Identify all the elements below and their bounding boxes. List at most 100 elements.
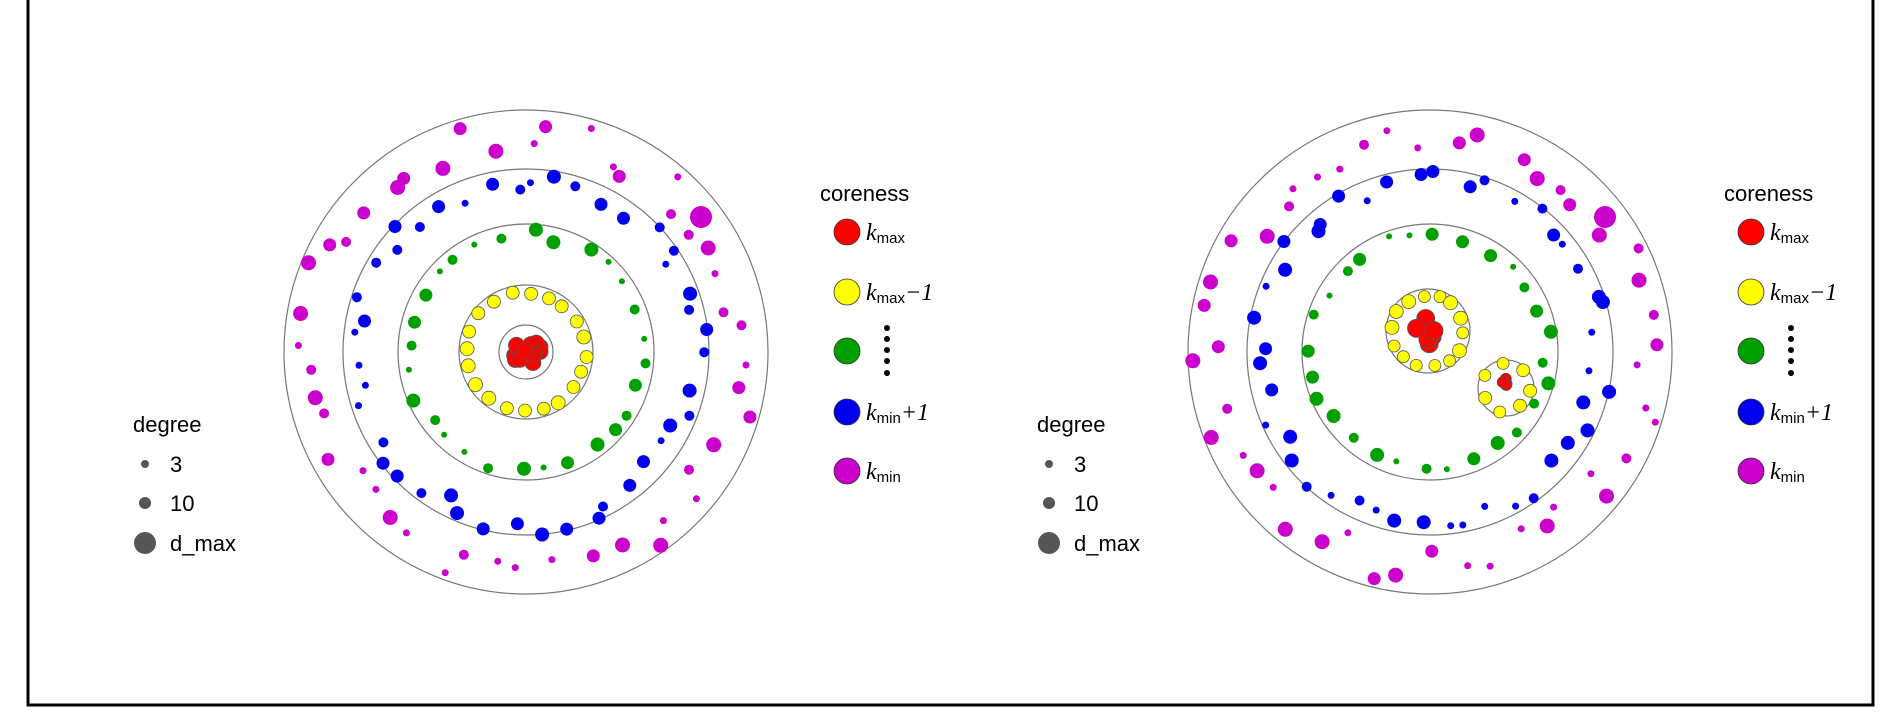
- kmin-plus-1-node: [1327, 491, 1335, 499]
- left-kmax-label: kmax: [866, 220, 905, 247]
- kmin-node: [653, 537, 669, 553]
- left-kmin-plus-1-label: kmin+1: [866, 400, 929, 427]
- kmin-node: [453, 122, 467, 136]
- kmin-plus-1-node: [668, 245, 679, 256]
- kmin-node: [700, 240, 716, 256]
- kmin-plus-1-node: [1301, 481, 1312, 492]
- middle-core-node: [546, 235, 561, 250]
- kmin-plus-1-node: [683, 286, 698, 301]
- kmin-plus-1-node: [684, 410, 695, 421]
- kmin-plus-1-node: [378, 437, 389, 448]
- kmin-plus-1-node: [1459, 521, 1467, 529]
- kmin-plus-1-swatch: [833, 398, 861, 426]
- kmin-plus-1-node: [1262, 282, 1270, 290]
- kmin-node: [530, 140, 538, 148]
- middle-core-node: [1425, 227, 1439, 241]
- kmin-plus-1-node: [1528, 493, 1539, 504]
- degree-dmax-marker: [134, 532, 156, 554]
- middle-core-node: [441, 431, 448, 438]
- kmin-plus-1-node: [699, 347, 710, 358]
- kmax-minus-1-node: [1401, 294, 1417, 310]
- left-kmin-label: kmin: [866, 459, 901, 486]
- kmin-plus-1-node: [486, 177, 500, 191]
- kmin-plus-1-node: [1259, 342, 1273, 356]
- kmin-node: [397, 171, 411, 185]
- kmin-plus-1-node: [444, 488, 459, 503]
- kmin-plus-1-node: [1354, 495, 1365, 506]
- kmin-plus-1-node: [684, 304, 695, 315]
- kmin-node: [319, 408, 330, 419]
- left-degree-legend-title: degree: [133, 412, 202, 437]
- kmin-plus-1-node: [682, 383, 697, 398]
- kmin-plus-1-node: [1576, 395, 1591, 410]
- kmax-minus-1-node: [576, 329, 592, 345]
- middle-core-node: [430, 415, 441, 426]
- kmax-minus-1-node: [459, 341, 475, 357]
- kmin-plus-1-node: [1372, 506, 1380, 514]
- kmax-minus-1-node: [1409, 358, 1423, 372]
- kmin-plus-1-node: [527, 179, 534, 187]
- kmin-node: [1314, 534, 1330, 550]
- kmin-node: [1336, 165, 1344, 173]
- kmax-minus-1-node: [542, 291, 556, 306]
- kmin-node: [357, 206, 371, 220]
- kmin-plus-1-node: [1547, 228, 1561, 242]
- kmin-plus-1-node: [654, 222, 665, 233]
- right-kmin-plus-1-label: kmin+1: [1770, 400, 1833, 427]
- kmin-node: [666, 209, 676, 220]
- kmin-node: [1239, 451, 1247, 459]
- kmin-plus-1-node: [1580, 423, 1595, 438]
- kmax-minus-1-node: [550, 395, 566, 411]
- kmin-plus-1-node: [1544, 453, 1559, 468]
- kmin-node: [683, 229, 694, 240]
- middle-core-node: [408, 315, 421, 329]
- kmin-node: [692, 495, 700, 503]
- kmax-minus-1-node: [1516, 363, 1531, 378]
- kmin-plus-1-node: [376, 456, 390, 470]
- middle-core-node: [1306, 370, 1319, 384]
- degree-10-marker: [1043, 497, 1055, 509]
- kmin-node: [1539, 518, 1555, 534]
- kmin-node: [1197, 298, 1211, 312]
- kmin-plus-1-node: [351, 328, 359, 336]
- kmin-node: [1517, 525, 1525, 533]
- kmin-node: [1367, 572, 1381, 586]
- kmax-minus-1-node: [536, 401, 551, 416]
- kmin-node: [1185, 353, 1201, 369]
- third-ring: [397, 223, 655, 481]
- kmin-node: [706, 437, 722, 453]
- kmax-minus-1-node: [1523, 383, 1537, 398]
- left-degree-dmax-label: d_max: [170, 531, 236, 556]
- middle-core-node: [517, 461, 531, 476]
- right-kmax-label: kmax: [1770, 220, 1809, 247]
- right-degree-dmax-label: d_max: [1074, 531, 1140, 556]
- kmax-minus-1-node: [1387, 339, 1401, 353]
- kmin-node: [659, 517, 667, 525]
- outer-ring: [1187, 109, 1673, 595]
- kmin-node: [1563, 198, 1577, 212]
- kmin-node: [1284, 201, 1295, 212]
- kmax-minus-1-node: [1384, 319, 1400, 335]
- kmin-plus-1-node: [662, 260, 670, 268]
- degree-10-marker: [139, 497, 151, 509]
- kmax-node: [516, 342, 534, 360]
- kmin-node: [736, 320, 747, 331]
- kmin-plus-1-node: [1447, 522, 1455, 530]
- kmin-node: [441, 569, 449, 577]
- middle-core-node: [1456, 235, 1469, 249]
- kmax-minus-1-node: [1433, 290, 1447, 304]
- right-panel: degree 3 10 d_max coreness kmax kmax−1 k…: [1037, 109, 1837, 595]
- middle-core-node: [641, 335, 648, 342]
- kmin-plus-1-node: [560, 522, 574, 536]
- middle-core-swatch: [1737, 337, 1765, 365]
- kmax-minus-1-node: [462, 324, 477, 339]
- kmin-node: [1224, 234, 1238, 248]
- kmin-node: [321, 452, 335, 466]
- middle-core-node: [618, 278, 625, 285]
- kmin-node: [293, 306, 309, 321]
- kmax-node: [1424, 321, 1444, 341]
- middle-core-node: [1537, 357, 1548, 368]
- kmin-plus-1-swatch: [1737, 398, 1765, 426]
- kmin-node: [1203, 430, 1219, 445]
- kmax-minus-1-node: [566, 380, 581, 394]
